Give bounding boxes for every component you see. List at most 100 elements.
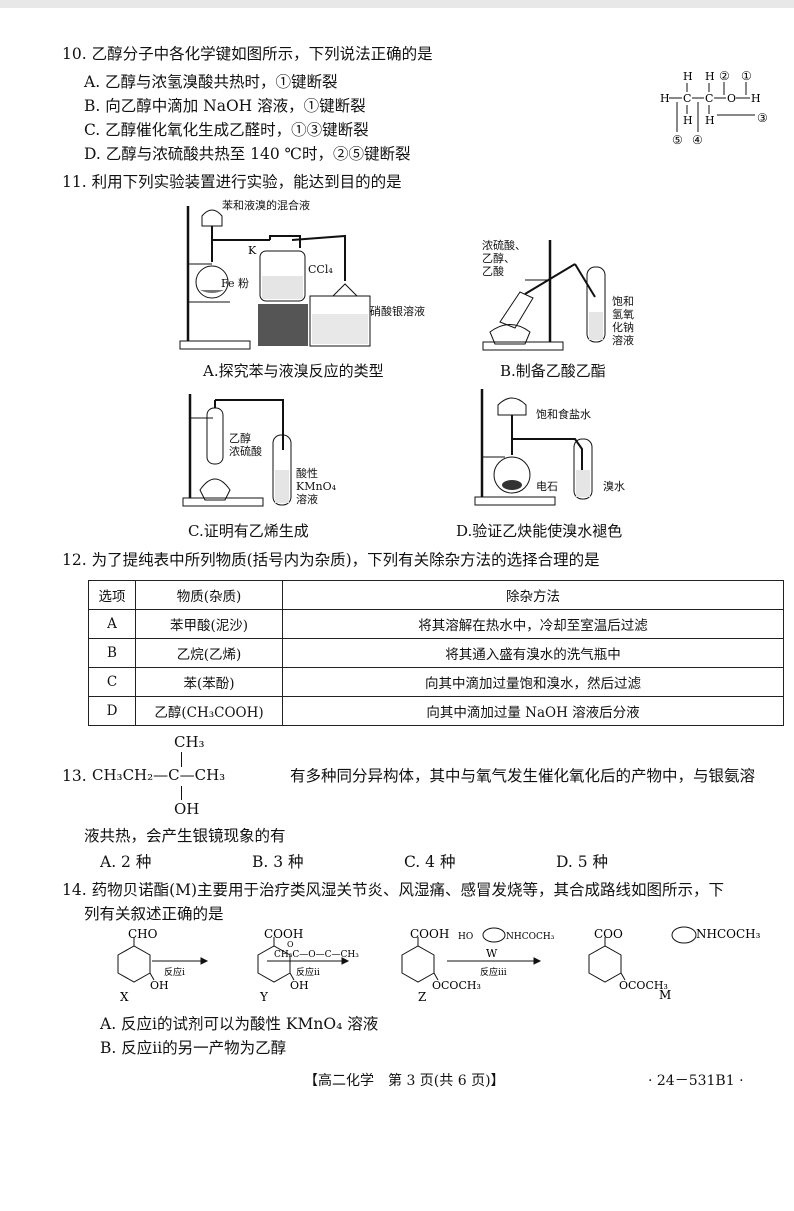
- m-right-group: NHCOCH₃: [696, 927, 761, 941]
- q11-stem: 11. 利用下列实验装置进行实验，能达到目的的是: [62, 173, 402, 191]
- reaction-1: 反应ⅰ: [164, 966, 185, 978]
- cell-method: 向其中滴加过量饱和溴水，然后过滤: [282, 667, 784, 697]
- label-d-brine: 饱和食盐水: [536, 408, 591, 421]
- x-oh: OH: [150, 979, 169, 992]
- apparatus-b: [482, 240, 606, 351]
- svg-text:H: H: [683, 114, 693, 127]
- cell-option: D: [88, 696, 136, 726]
- reagent-3-left: HO: [458, 932, 473, 942]
- table-row: A 苯甲酸(泥沙) 将其溶解在热水中，冷却至室温后过滤: [88, 609, 784, 639]
- bond-label-2: ②: [719, 69, 730, 83]
- apparatus-d: [474, 389, 593, 506]
- q10-option-c: C. 乙醇催化氧化生成乙醛时，①③键断裂: [84, 121, 369, 139]
- z-group: COOH: [410, 927, 449, 941]
- footer-code: · 24－531B1 ·: [648, 1073, 744, 1089]
- cell-option: A: [88, 609, 136, 639]
- label-c-kmno4-2: KMnO₄: [296, 480, 336, 493]
- header-option: 选项: [88, 580, 136, 610]
- label-b-reagent-3: 乙酸: [482, 265, 504, 278]
- label-ccl4: CCl₄: [308, 263, 333, 276]
- bond-label-5: ⑤: [672, 133, 683, 147]
- svg-text:O: O: [727, 92, 736, 105]
- compound-y: Y: [259, 990, 269, 1004]
- y-group: COOH: [264, 927, 303, 941]
- svg-text:H: H: [660, 92, 670, 105]
- label-c-kmno4-1: 酸性: [296, 467, 318, 480]
- q13-option-c: C. 4 种: [404, 853, 456, 871]
- label-fe-powder: Fe 粉: [221, 277, 250, 290]
- q13-number: 13.: [62, 767, 87, 785]
- cell-method: 将其通入盛有溴水的洗气瓶中: [282, 638, 784, 668]
- cell-method: 向其中滴加过量 NaOH 溶液后分液: [282, 696, 784, 726]
- table-row: C 苯(苯酚) 向其中滴加过量饱和溴水，然后过滤: [88, 667, 784, 697]
- compound-x: X: [120, 990, 129, 1004]
- reaction-2: 反应ⅱ: [296, 966, 320, 978]
- table-row: B 乙烷(乙烯) 将其通入盛有溴水的洗气瓶中: [88, 638, 784, 668]
- table-header-row: 选项 物质(杂质) 除杂方法: [88, 580, 784, 610]
- q10-stem: 10. 乙醇分子中各化学键如图所示，下列说法正确的是: [62, 45, 433, 63]
- svg-text:H: H: [705, 70, 715, 83]
- z-substituent: OCOCH₃: [432, 979, 481, 992]
- label-b-naoh-4: 溶液: [612, 334, 634, 347]
- label-c-reagent-2: 浓硫酸: [229, 445, 262, 458]
- label-c-kmno4-3: 溶液: [296, 493, 318, 506]
- label-benzene-bromine: 苯和液溴的混合液: [222, 199, 310, 212]
- m-substituent: OCOCH₃: [619, 979, 668, 992]
- label-d-bromine-water: 溴水: [603, 480, 625, 493]
- label-b-naoh-2: 氢氧: [612, 308, 634, 321]
- header-substance: 物质(杂质): [135, 580, 283, 610]
- bond-label-4: ④: [692, 133, 703, 147]
- caption-b: B.制备乙酸乙酯: [500, 362, 606, 380]
- x-group: CHO: [128, 927, 158, 941]
- scan-top-edge: [0, 0, 794, 8]
- apparatus-a: K: [179, 206, 371, 350]
- cell-substance: 乙烷(乙烯): [135, 638, 283, 668]
- label-k: K: [248, 244, 257, 257]
- q14-option-b: B. 反应ⅱ的另一产物为乙醇: [100, 1039, 287, 1057]
- reagent-w: W: [486, 947, 498, 960]
- caption-a: A.探究苯与液溴反应的类型: [203, 362, 384, 380]
- table-row: D 乙醇(CH₃COOH) 向其中滴加过量 NaOH 溶液后分液: [88, 696, 784, 726]
- q10-option-a: A. 乙醇与浓氢溴酸共热时，①键断裂: [84, 73, 338, 91]
- label-b-naoh-1: 饱和: [612, 295, 634, 308]
- caption-d: D.验证乙炔能使溴水褪色: [456, 522, 623, 540]
- cell-method: 将其溶解在热水中，冷却至室温后过滤: [282, 609, 784, 639]
- q13-bottom-group: OH: [174, 800, 200, 818]
- q13-bond-down: [181, 786, 182, 800]
- q13-option-b: B. 3 种: [252, 853, 304, 871]
- bond-label-3: ③: [757, 111, 768, 125]
- label-c-reagent-1: 乙醇: [229, 432, 251, 445]
- svg-text:C: C: [683, 92, 691, 105]
- q13-text-1: 有多种同分异构体，其中与氧气发生催化氧化后的产物中，与银氨溶: [290, 767, 756, 785]
- q14-option-a: A. 反应ⅰ的试剂可以为酸性 KMnO₄ 溶液: [100, 1015, 379, 1033]
- q13-main-chain: CH₃CH₂—C—CH₃: [92, 766, 226, 784]
- q13-top-group: CH₃: [174, 733, 205, 751]
- cell-option: B: [88, 638, 136, 668]
- q13-option-a: A. 2 种: [100, 853, 152, 871]
- m-ester-group: COO: [594, 927, 623, 941]
- caption-c: C.证明有乙烯生成: [188, 522, 309, 540]
- q13-bond-up: [181, 752, 182, 767]
- q10-option-d: D. 乙醇与浓硫酸共热至 140 ℃时，②⑤键断裂: [84, 145, 411, 163]
- reaction-3: 反应ⅲ: [480, 966, 507, 978]
- q14-stem-1: 14. 药物贝诺酯(M)主要用于治疗类风湿关节炎、风湿痛、感冒发烧等，其合成路线…: [62, 881, 725, 899]
- label-b-reagent-2: 乙醇、: [482, 252, 515, 265]
- header-method: 除杂方法: [282, 580, 784, 610]
- reagent-2-o: O: [287, 940, 294, 949]
- q13-option-d: D. 5 种: [556, 853, 609, 871]
- cell-substance: 乙醇(CH₃COOH): [135, 696, 283, 726]
- compound-m: M: [659, 988, 671, 1002]
- footer-page-info: 【高二化学 第 3 页(共 6 页)】: [304, 1073, 505, 1089]
- cell-substance: 苯(苯酚): [135, 667, 283, 697]
- cell-option: C: [88, 667, 136, 697]
- svg-text:H: H: [683, 70, 693, 83]
- label-b-naoh-3: 化钠: [612, 321, 634, 334]
- bond-label-1: ①: [741, 69, 752, 83]
- q12-table: 选项 物质(杂质) 除杂方法 A 苯甲酸(泥沙) 将其溶解在热水中，冷却至室温后…: [88, 580, 784, 726]
- q14-stem-2: 列有关叙述正确的是: [84, 905, 224, 923]
- synthesis-scheme: CHO OH X 反应ⅰ COOH OH Y O CH₃C—O—C—CH₃ 反应…: [117, 926, 761, 1004]
- compound-z: Z: [418, 990, 426, 1004]
- svg-text:H: H: [705, 114, 715, 127]
- q13-text-2: 液共热，会产生银镜现象的有: [84, 827, 286, 845]
- ethanol-bond-diagram: H H H C C O H H H ② ① ③ ⑤ ④: [660, 69, 768, 147]
